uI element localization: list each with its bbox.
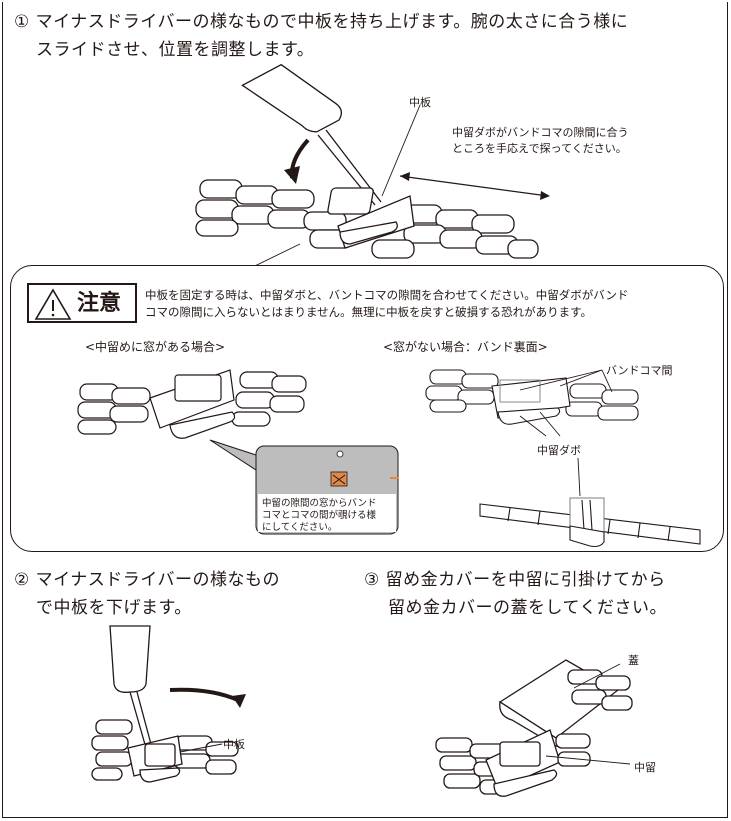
warning-triangle-icon	[34, 288, 72, 320]
step1-hint-line1: 中留ダボがバンドコマの隙間に合う	[452, 126, 629, 139]
arrow-left-icon	[400, 172, 410, 181]
step3-label-futa: 蓋	[628, 654, 639, 667]
step3-line1: ③ 留め金カバーを中留に引掛けてから	[364, 570, 666, 590]
case-window-title: <中留めに窓がある場合>	[85, 340, 226, 354]
caution-label: 注意	[77, 291, 122, 316]
bracelet-links	[195, 179, 539, 259]
bracelet-no-window-illustration	[425, 369, 639, 425]
caution-line2: コマの隙間に入らないとはまりません。無理に中板を戻すと破損する恐れがあります。	[145, 305, 593, 319]
curved-arrow-icon	[232, 694, 246, 708]
callout-line2: コマとコマの間が覗ける様	[262, 510, 377, 521]
band-back-illustration	[479, 497, 701, 548]
step2-illustration	[91, 625, 246, 783]
step2-line1: ② マイナスドライバーの様なもの	[14, 570, 280, 590]
caution-badge: 注意	[27, 283, 137, 323]
step3-line2: 留め金カバーの蓋をしてください。	[388, 598, 667, 618]
step2-line2: で中板を下げます。	[36, 598, 192, 618]
screwdriver-icon	[109, 625, 151, 693]
step3-illustration	[435, 659, 633, 797]
caution-line1: 中板を固定する時は、中留ダボと、バントコマの隙間を合わせてください。中留ダボがバ…	[145, 288, 629, 302]
screw-hole-icon	[336, 450, 344, 458]
callout-line1: 中留の隙間の窓からバンド	[262, 498, 377, 509]
step1-line1: ① マイナスドライバーの様なもので中板を持ち上げます。腕の太さに合う様に	[14, 12, 629, 32]
caution-body: 中板を固定する時は、中留ダボと、バントコマの隙間を合わせてください。中留ダボがバ…	[145, 287, 725, 321]
arrow-right-icon	[540, 191, 550, 200]
screwdriver-icon	[241, 63, 343, 133]
bracelet-window-illustration	[77, 369, 307, 439]
callout-line3: にしてください。	[262, 522, 338, 533]
step2-label-naka-ita: 中板	[223, 738, 245, 751]
label-dabo: 中留ダボ	[537, 444, 581, 457]
step1-hint-line2: ところを手応えで探ってください。	[452, 142, 627, 155]
label-band-gap: バンドコマ間	[606, 364, 673, 377]
curved-arrow-icon	[284, 166, 300, 184]
callout-text: 中留の隙間の窓からバンド コマとコマの間が覗ける様 にしてください。	[262, 498, 394, 534]
case-no-window-title: <窓がない場合：バンド裏面>	[383, 340, 548, 354]
step1-line2: スライドさせ、位置を調整します。	[36, 40, 315, 60]
step3-label-nakadome: 中留	[634, 761, 656, 774]
step1-label-naka-ita: 中板	[409, 96, 431, 109]
